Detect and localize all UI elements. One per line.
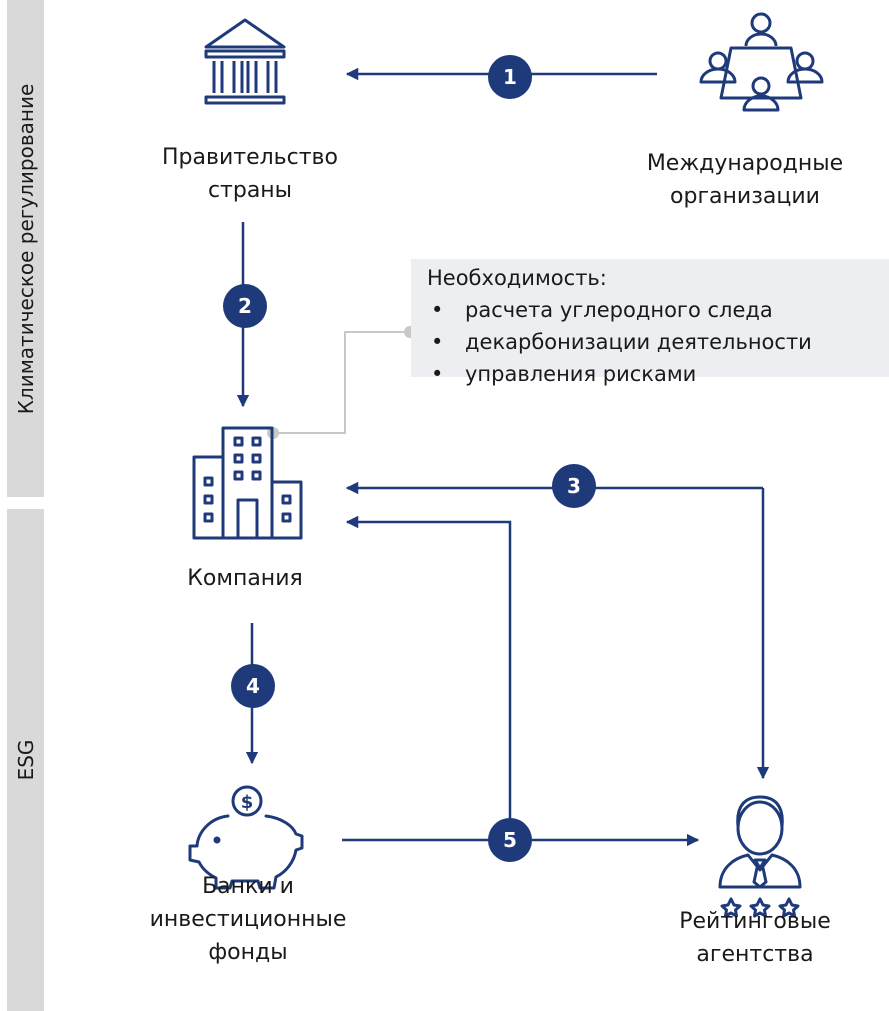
step-badge-5: 5 bbox=[488, 818, 532, 862]
step-badge-2: 2 bbox=[223, 284, 267, 328]
note-item: управления рисками bbox=[427, 358, 889, 390]
rated-person-icon bbox=[718, 795, 802, 918]
company-label: Компания bbox=[187, 566, 303, 591]
office-building-icon bbox=[192, 426, 303, 540]
step-badge-3: 3 bbox=[552, 464, 596, 508]
note-list: расчета углеродного следа декарбонизации… bbox=[427, 294, 889, 390]
step-badge-1: 1 bbox=[488, 55, 532, 99]
rating-agencies-label: Рейтинговые агентства bbox=[679, 909, 831, 967]
note-item: декарбонизации деятельности bbox=[427, 326, 889, 358]
svg-text:5: 5 bbox=[503, 828, 517, 852]
necessity-note: Необходимость: расчета углеродного следа… bbox=[411, 259, 889, 390]
step-badge-4: 4 bbox=[231, 664, 275, 708]
esg-bar: ESG bbox=[7, 509, 44, 1011]
international-orgs-label: Международные организации bbox=[646, 151, 844, 209]
note-title: Необходимость: bbox=[427, 266, 607, 290]
arrow-5-back bbox=[345, 515, 512, 840]
banks-funds-label: Банки и инвестиционные фонды bbox=[149, 874, 347, 965]
svg-text:4: 4 bbox=[246, 674, 260, 698]
government-building-icon bbox=[204, 18, 286, 105]
government-label: Правительство страны bbox=[162, 145, 338, 203]
svg-text:2: 2 bbox=[238, 294, 252, 318]
note-connector bbox=[267, 326, 416, 439]
svg-text:$: $ bbox=[241, 792, 254, 813]
note-item: расчета углеродного следа bbox=[427, 294, 889, 326]
svg-text:3: 3 bbox=[567, 474, 581, 498]
piggy-bank-icon: $ bbox=[188, 785, 304, 890]
meeting-group-icon bbox=[699, 12, 824, 112]
svg-text:1: 1 bbox=[503, 65, 517, 89]
climate-regulation-bar: Климатическое регулирование bbox=[7, 0, 44, 497]
